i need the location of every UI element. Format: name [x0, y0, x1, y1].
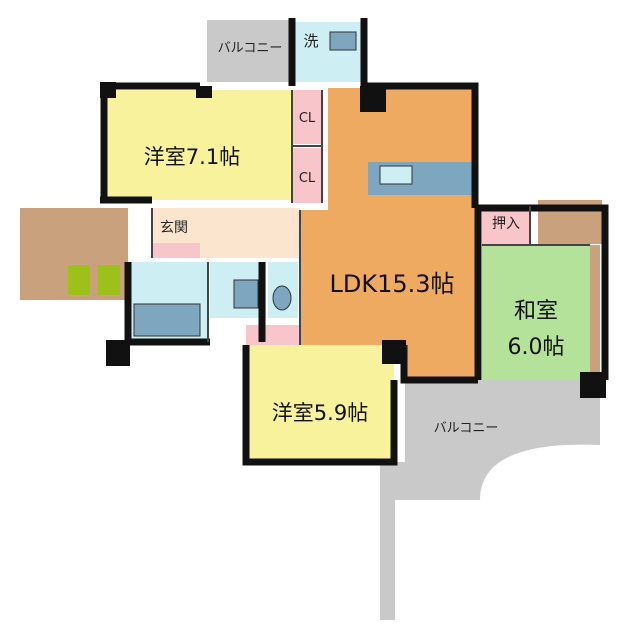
tokonoma — [590, 245, 600, 375]
closet-2-label: CL — [299, 171, 316, 186]
laundry-room — [292, 22, 362, 82]
corner-blocks — [100, 82, 606, 398]
closet-3 — [246, 325, 300, 345]
balcony-top — [207, 20, 292, 82]
closet-1-label: CL — [299, 111, 316, 126]
bathtub — [133, 303, 201, 337]
porch-green-1 — [68, 265, 90, 295]
balcony-bottom-label: バルコニー — [434, 421, 499, 436]
walls — [100, 18, 609, 466]
western-room-1-label: 洋室7.1帖 — [144, 145, 240, 169]
oshiire-closet — [482, 206, 530, 244]
inner-walls — [151, 90, 590, 345]
entrance-label: 玄関 — [160, 219, 188, 236]
entrance-step — [152, 243, 200, 258]
porch-green-2 — [98, 265, 120, 295]
kitchen-sink — [379, 165, 413, 185]
balcony-bottom — [380, 380, 600, 620]
wash-basin — [233, 279, 259, 309]
japanese-room-label-line1: 和室 — [514, 299, 558, 324]
washer — [329, 31, 357, 51]
western-room-2-label: 洋室5.9帖 — [272, 401, 368, 425]
balcony-top-label: バルコニー — [218, 41, 283, 56]
japanese-room-floor — [482, 245, 590, 380]
ldk-label: LDK15.3帖 — [329, 270, 454, 298]
toilet — [272, 285, 292, 311]
closet-2 — [292, 148, 322, 203]
western-room-1-floor — [104, 90, 292, 200]
closet-1 — [292, 90, 322, 144]
ldk-floor — [300, 88, 478, 380]
oshiire-label: 押入 — [492, 216, 520, 232]
western-room-2-floor — [246, 345, 394, 462]
laundry-label: 洗 — [303, 32, 318, 50]
japanese-room-label-line2: 6.0帖 — [508, 335, 565, 360]
